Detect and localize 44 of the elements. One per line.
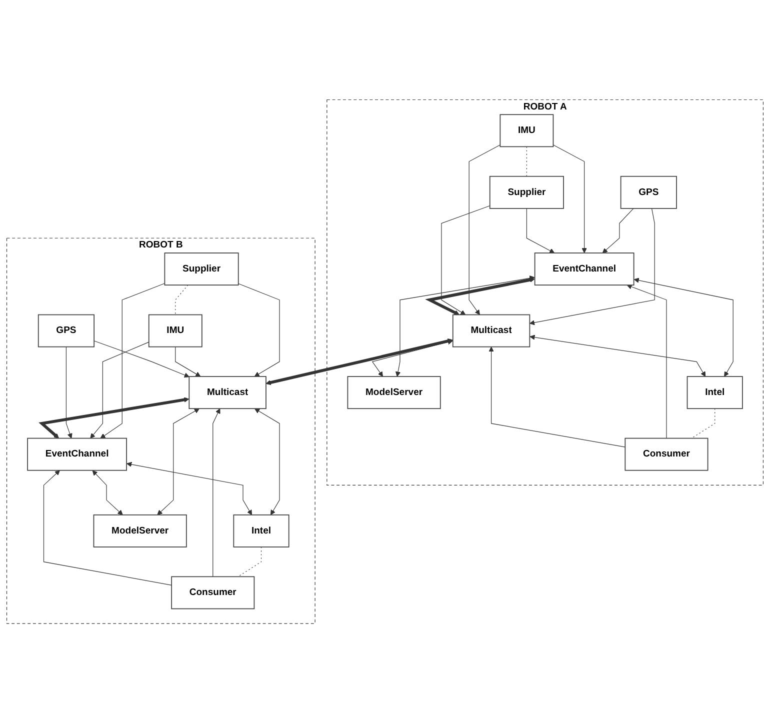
arrow: [254, 408, 280, 516]
node-box: Multicast: [188, 376, 266, 410]
arrow: [488, 346, 626, 448]
arrow: [441, 206, 490, 316]
arrow: [372, 340, 453, 378]
node-box: EventChannel: [27, 438, 127, 472]
node-box: Consumer: [171, 576, 255, 610]
node-box: Supplier: [164, 252, 239, 286]
arrow: [212, 408, 220, 578]
arrow: [602, 208, 634, 254]
arrow: [90, 342, 150, 439]
arrow: [425, 278, 535, 316]
arrow: [43, 470, 172, 586]
node-box: IMU: [148, 314, 202, 348]
arrow: [238, 284, 280, 378]
node-box: ModelServer: [347, 376, 441, 410]
arrow: [552, 144, 587, 254]
arrow: [94, 340, 190, 378]
node-box: Intel: [686, 376, 743, 410]
arrow: [100, 283, 165, 439]
arrow: [626, 284, 667, 439]
arrow: [175, 346, 201, 378]
node-box: ModelServer: [93, 514, 187, 548]
node-box: Consumer: [624, 438, 708, 472]
arrow: [157, 408, 200, 516]
node-box: EventChannel: [534, 252, 634, 286]
arrow: [526, 208, 555, 254]
node-box: Supplier: [489, 176, 564, 210]
arrow: [634, 278, 734, 378]
arrow: [529, 208, 655, 326]
node-box: GPS: [38, 314, 95, 348]
arrow: [92, 470, 123, 516]
node-box: IMU: [500, 114, 554, 148]
arrow: [395, 276, 535, 378]
node-box: GPS: [620, 176, 677, 210]
node-box: Intel: [233, 514, 290, 548]
arrow: [266, 338, 453, 386]
arrow: [126, 462, 252, 516]
arrow: [38, 398, 190, 439]
arrow: [468, 144, 500, 316]
node-box: Multicast: [452, 314, 530, 348]
arrow: [530, 335, 706, 378]
connector: [175, 285, 188, 316]
arrow: [66, 346, 72, 439]
